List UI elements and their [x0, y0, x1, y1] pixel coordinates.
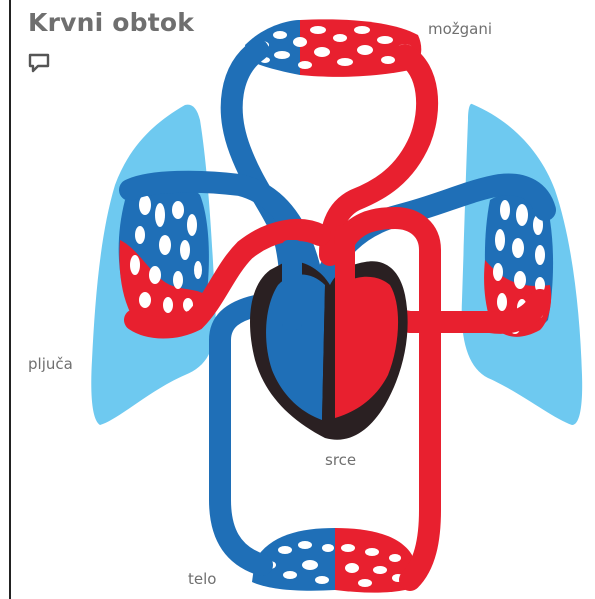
label-lungs: pljuča	[28, 355, 73, 373]
label-brain: možgani	[428, 20, 492, 38]
label-body: telo	[188, 570, 216, 588]
vena-cava-into-heart	[282, 240, 302, 330]
label-heart: srce	[325, 451, 356, 469]
aorta-from-heart	[335, 225, 355, 305]
heart	[250, 261, 408, 440]
